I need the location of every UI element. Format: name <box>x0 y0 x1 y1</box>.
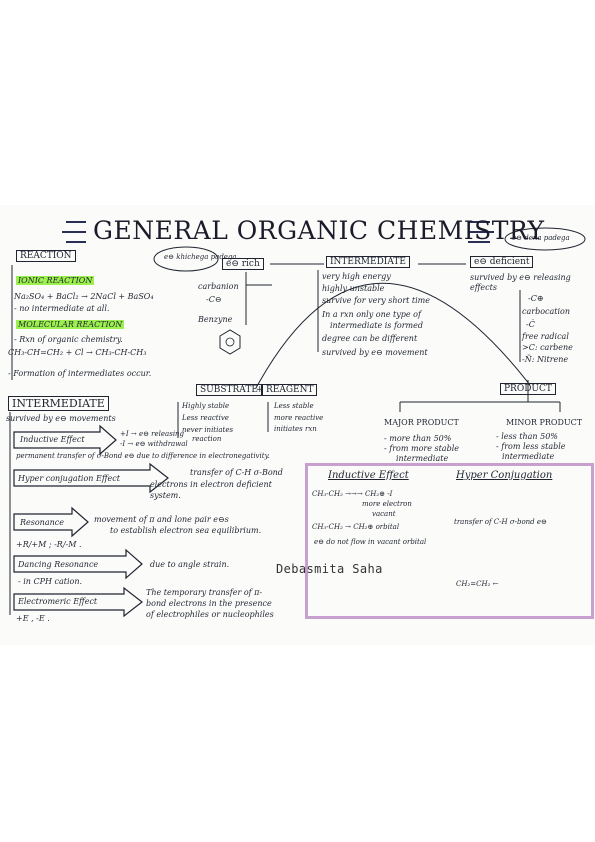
substrate-point: Highly stable <box>182 402 230 410</box>
hyperconjugation-effect-label: Hyper conjugation Effect <box>18 474 120 483</box>
dancing-resonance-desc: due to angle strain. <box>150 560 230 569</box>
intermediate-point: survive for very short time <box>322 296 430 305</box>
reaction-heading: REACTION <box>16 250 76 262</box>
intermediate-point: very high energy <box>322 272 391 281</box>
intermediate-point: In a rxn only one type of <box>322 310 421 319</box>
electromeric-desc: The temporary transfer of π- <box>146 588 263 597</box>
minor-product-point: - from less stable <box>496 442 566 451</box>
resonance-desc: to establish electron sea equilibrium. <box>110 526 262 535</box>
ionic-reaction-heading: IONIC REACTION <box>16 276 95 285</box>
carbene-label: >C: carbene <box>522 343 573 352</box>
panel-inductive-line: e⊖ do not flow in vacant orbital <box>314 538 427 546</box>
inductive-note: +I → e⊖ releasing <box>120 430 185 438</box>
carbanion-label: carbanion <box>198 282 239 291</box>
ionic-note: - no intermediate at all. <box>14 304 110 313</box>
hyperconjugation-desc: transfer of C-H σ-Bond <box>190 468 283 477</box>
e-deficient-point: survived by e⊖ releasing <box>470 273 571 282</box>
panel-inductive-line: more electron <box>362 500 412 508</box>
intermediate-center-box: INTERMEDIATE <box>326 256 410 268</box>
molecular-equation: CH₃-CH=CH₂ + Cl → CH₃-CH-CH₃ <box>8 348 147 357</box>
reagent-box: REAGENT <box>262 384 318 396</box>
formation-note: - Formation of intermediates occur. <box>8 369 152 378</box>
panel-hyperconjugation-title: Hyper Conjugation <box>456 470 553 481</box>
hyperconjugation-desc: electrons in electron deficient <box>150 480 272 489</box>
dancing-resonance-label: Dancing Resonance <box>18 560 99 569</box>
intermediate-point: intermediate is formed <box>330 321 423 330</box>
intermediate-point: survived by e⊖ movement <box>322 348 428 357</box>
carbocation-label: carbocation <box>522 307 571 316</box>
major-product-point: intermediate <box>396 454 449 463</box>
e-deficient-point: effects <box>470 283 497 292</box>
benzyne-label: Benzyne <box>198 315 233 324</box>
panel-inductive-line: vacant <box>372 510 396 518</box>
electromeric-effect-label: Electromeric Effect <box>18 597 98 606</box>
minor-product-point: intermediate <box>502 452 555 461</box>
effects-panel <box>305 463 594 619</box>
author-name: Debasmita Saha <box>276 562 383 576</box>
intermediate-left-heading: INTERMEDIATE <box>8 396 109 411</box>
e-deficient-bubble: e⊖ dena padega <box>512 234 570 242</box>
electromeric-desc: of electrophiles or nucleophiles <box>146 610 274 619</box>
inductive-note: -I → e⊖ withdrawal <box>120 440 188 448</box>
hyperconjugation-desc: system. <box>150 491 181 500</box>
minor-product-point: - less than 50% <box>496 432 558 441</box>
reagent-point: initiates rxn <box>274 425 317 433</box>
inductive-permanent-note: permanent transfer of σ-Bond e⊖ due to d… <box>16 452 270 460</box>
substrate-box: SUBSTRATE <box>196 384 262 396</box>
resonance-desc: movement of π and lone pair e⊖s <box>94 515 229 524</box>
plus-sign: + <box>256 385 264 395</box>
electromeric-types: +E , -E . <box>16 614 50 623</box>
panel-inductive-line: CH₃-CH₂ →→→ CH₂⊕ -I <box>312 490 393 498</box>
electromeric-desc: bond electrons in the presence <box>146 599 272 608</box>
substrate-point: Less reactive <box>182 414 229 422</box>
intermediate-left-subtitle: survived by e⊖ movements <box>6 414 116 423</box>
free-radical-formula: -Ċ <box>526 320 535 329</box>
inductive-effect-label: Inductive Effect <box>20 435 85 444</box>
intermediate-point: highly unstable <box>322 284 385 293</box>
reagent-point: Less stable <box>274 402 314 410</box>
panel-inductive-line: CH₃-CH₂ → CH₂⊕ orbital <box>312 523 400 531</box>
ionic-equation: Na₂SO₄ + BaCl₂ → 2NaCl + BaSO₄ <box>14 292 154 301</box>
page-title: GENERAL ORGANIC CHEMISTRY <box>93 216 545 245</box>
major-product-point: - from more stable <box>384 444 459 453</box>
e-deficient-box: e⊖ deficient <box>470 256 534 268</box>
intermediate-point: degree can be different <box>322 334 418 343</box>
panel-hyper-line: transfer of C-H σ-bond e⊖ <box>454 518 547 526</box>
minor-product-label: MINOR PRODUCT <box>506 418 583 427</box>
substrate-point: never initiates <box>182 426 234 434</box>
e-rich-bubble: e⊖ khichega padega <box>164 253 237 261</box>
molecular-reaction-heading: MOLECULAR REACTION <box>16 320 125 329</box>
resonance-types: +R/+M ; -R/-M . <box>16 540 82 549</box>
resonance-label: Resonance <box>20 518 64 527</box>
substrate-point: reaction <box>192 435 222 443</box>
major-product-label: MAJOR PRODUCT <box>384 418 459 427</box>
free-radical-label: free radical <box>522 332 569 341</box>
e-rich-box: e⊖ rich <box>222 258 264 270</box>
product-box: PRODUCT <box>500 383 556 395</box>
panel-hyper-line: CH₂=CH₂ ← <box>456 580 499 588</box>
carbocation-formula: -C⊕ <box>528 294 544 303</box>
carbanion-formula: -C⊖ <box>206 295 222 304</box>
major-product-point: - more than 50% <box>384 434 452 443</box>
dancing-resonance-note: - in CPH cation. <box>18 577 83 586</box>
panel-inductive-title: Inductive Effect <box>328 470 409 481</box>
molecular-note: - Rxn of organic chemistry. <box>14 335 123 344</box>
nitrene-label: -N̈: Nitrene <box>522 355 569 364</box>
reagent-point: more reactive <box>274 414 324 422</box>
